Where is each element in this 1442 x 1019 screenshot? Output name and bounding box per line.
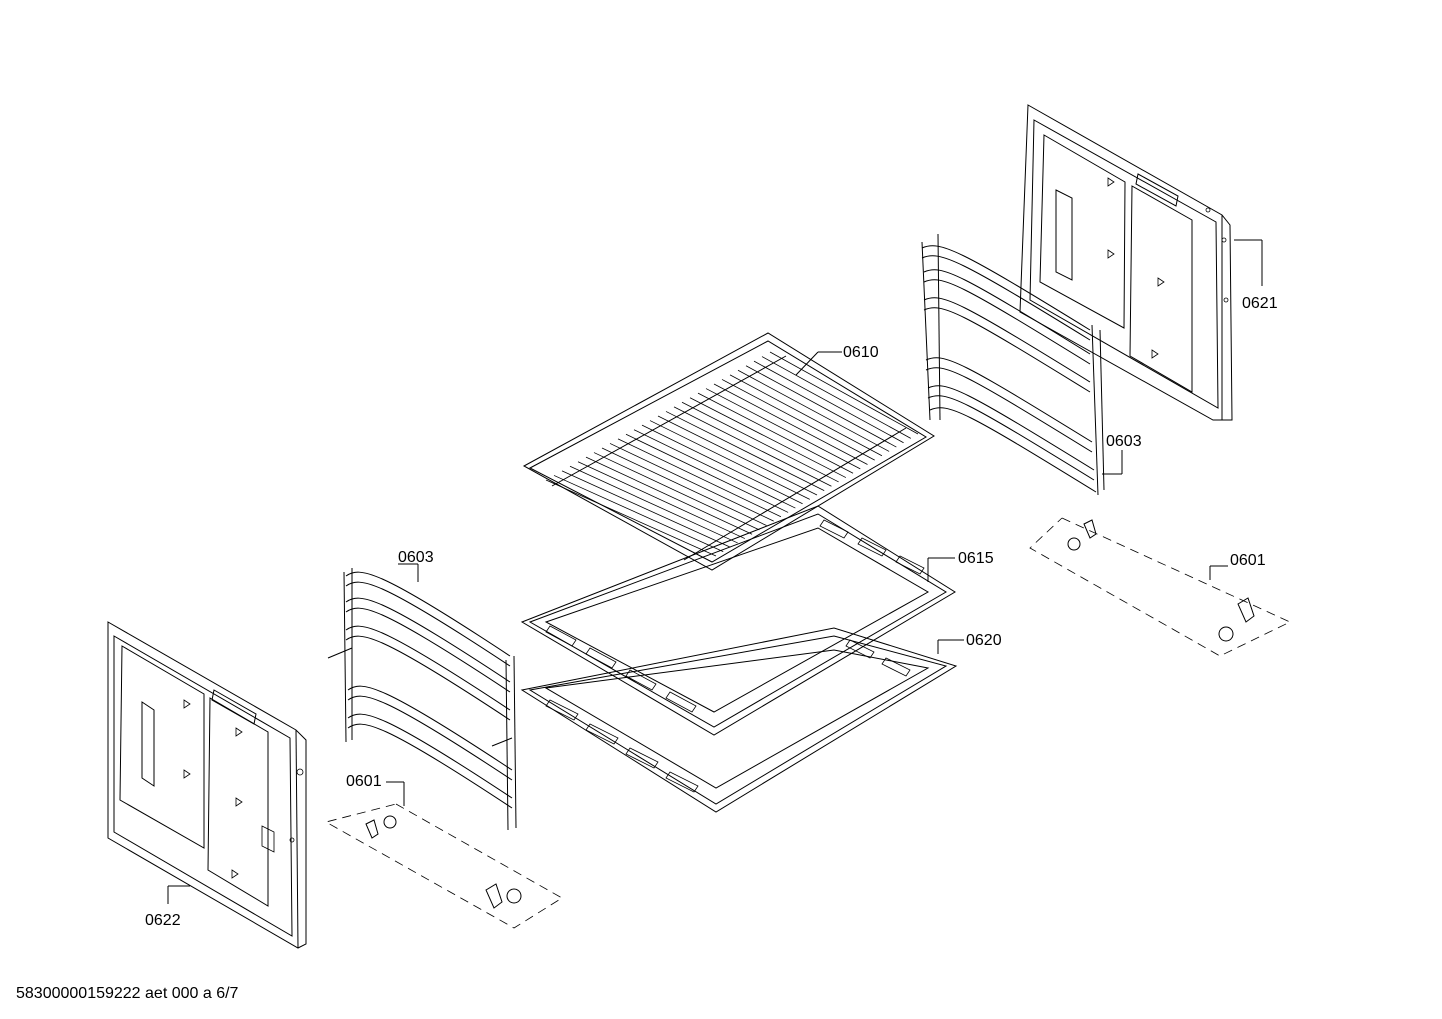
pan-slot [665, 771, 699, 793]
rack-rod [657, 415, 818, 496]
label-0622: 0622 [145, 912, 181, 929]
rack-rod [745, 365, 897, 448]
pan-slot [665, 691, 697, 713]
shelf-support-left [327, 568, 517, 831]
leader-0610 [795, 351, 819, 376]
rack-rod [641, 424, 803, 505]
rack-rod [705, 388, 861, 470]
label-0603-left: 0603 [398, 549, 434, 566]
rack-rod [617, 438, 782, 518]
rack-rod [593, 452, 760, 531]
side-panel-right [1019, 104, 1233, 421]
deep-pan [520, 627, 958, 813]
rack-rod [769, 351, 919, 435]
label-0621: 0621 [1242, 295, 1278, 312]
rack-rod [649, 420, 810, 500]
rack-rod [665, 411, 825, 492]
pan-slot [545, 699, 579, 721]
pan-slot [625, 747, 659, 769]
pan-slot [625, 669, 657, 691]
rack-rod [713, 383, 868, 465]
rack-rod [561, 470, 731, 548]
baking-tray [520, 505, 956, 736]
rack-rod [697, 392, 854, 474]
label-0610: 0610 [843, 344, 879, 361]
rack-rod [553, 475, 724, 553]
rack-rod [601, 447, 767, 526]
label-0615: 0615 [958, 550, 994, 567]
rack-rod [585, 456, 753, 535]
side-panel-left [107, 621, 307, 949]
rack-rod [625, 433, 789, 513]
label-0620: 0620 [966, 632, 1002, 649]
rack-rod [681, 401, 839, 483]
rack-rod [721, 379, 875, 461]
label-0601-right: 0601 [1230, 552, 1266, 569]
pan-slot [585, 723, 619, 745]
label-0603-right: 0603 [1106, 433, 1142, 450]
rack-rod [569, 465, 738, 544]
pan-slot [881, 657, 911, 677]
rack-rod [753, 360, 904, 444]
wire-rack [522, 332, 935, 571]
rack-rod [761, 356, 911, 439]
pan-slot [585, 647, 617, 669]
shelf-support-right [921, 233, 1105, 496]
rack-rod [609, 443, 774, 522]
pan-slot [895, 555, 925, 575]
rack-rod [577, 461, 746, 539]
pan-slot [857, 537, 887, 557]
rack-rod [633, 429, 796, 509]
pan-slot [845, 639, 875, 659]
rack-rod [545, 479, 717, 557]
label-0601-left: 0601 [346, 773, 382, 790]
pan-slot [819, 519, 849, 539]
drawing-number: 58300000159222 aet 000 a 6/7 [16, 985, 239, 1002]
rack-rod [673, 406, 832, 487]
pan-slot [545, 625, 577, 647]
fixing-kit-left [324, 803, 563, 929]
rack-rod [737, 369, 890, 452]
rack-rod [689, 397, 847, 478]
rack-rod [729, 374, 883, 457]
fixing-kit-right [1029, 517, 1291, 657]
